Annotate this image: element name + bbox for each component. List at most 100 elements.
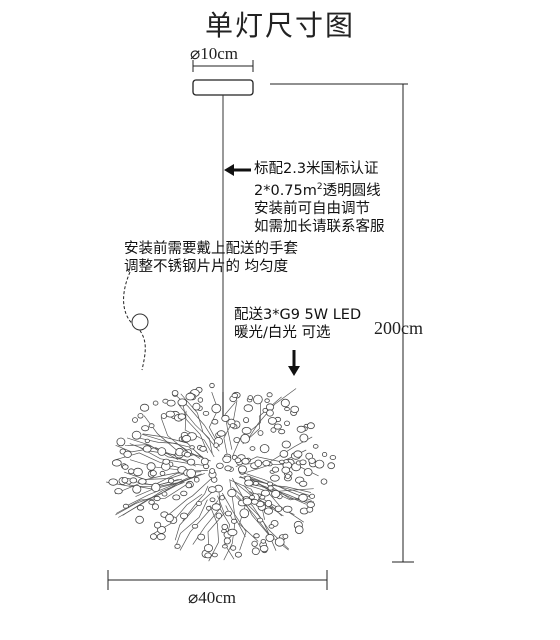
fixture-disc [268,524,275,529]
fixture-disc [240,433,250,444]
fixture-branch [208,505,219,562]
fixture-disc [209,497,216,503]
fixture-disc [234,551,242,558]
fixture-disc [241,457,250,465]
fixture-disc [222,455,232,463]
fixture-disc [281,466,291,474]
fixture-disc [197,397,204,403]
fixture-disc [162,458,171,465]
fixture-disc [149,533,157,540]
fixture-disc [199,445,207,452]
fixture-disc [149,470,157,477]
fixture-disc [239,508,250,519]
fixture-disc [299,433,309,443]
fixture-disc [321,451,328,457]
fixture-branch [208,391,221,447]
fixture-disc [231,393,238,398]
fixture-disc [203,544,213,553]
fixture-disc [251,540,258,547]
fixture-disc [183,451,191,458]
fixture-disc [314,459,325,469]
fixture-disc [259,444,270,454]
fixture-branch [224,401,236,450]
fixture-disc [283,459,289,464]
fixture-disc [247,395,253,401]
fixture-disc [177,413,186,420]
fixture-disc [229,423,236,429]
fixture-disc [260,539,266,544]
cable-note-line-1: 标配2.3米国标认证 [254,161,379,177]
fixture-disc [299,480,308,487]
fixture-disc [227,488,237,498]
fixture-disc [281,440,291,449]
cable-note-line-2: 2*0.75m2透明圆线 [254,178,385,200]
bulb-note: 配送3*G9 5W LED 暖光/白光 可选 [234,306,361,342]
fixture-disc [140,403,150,412]
fixture-disc [213,442,219,448]
fixture-disc [151,503,159,511]
fixture-disc [267,485,274,491]
fixture-disc [135,515,144,524]
fixture-disc [157,526,167,534]
fixture-disc [142,445,152,453]
cable-note: 标配2.3米国标认证 2*0.75m2透明圆线 安装前可自由调节 如需加长请联系… [254,160,385,236]
fixture-branch [182,485,209,522]
fixture-disc [237,465,247,474]
fixture-disc [224,465,232,472]
fixture-disc [284,406,290,412]
fixture-disc [282,505,293,513]
fixture-disc [151,482,161,492]
fixture-branch [246,484,304,523]
fixture-branch [106,478,179,487]
fixture-disc [193,476,200,483]
fixture-branch [229,479,246,537]
fixture-disc [253,533,260,539]
fixture-disc [132,467,143,477]
fixture-disc [231,518,238,524]
fixture-disc [185,482,193,489]
glove-note: 安装前需要戴上配送的手套 调整不锈钢片片的 均匀度 [124,240,298,276]
fixture-disc [153,495,161,502]
fixture-branch [124,471,191,480]
fixture-disc [174,543,181,549]
height-dimension-line [270,83,414,563]
fixture-branch [174,489,215,541]
fixture-disc [242,497,253,506]
fixture-disc [271,489,281,498]
fixture-disc [306,422,315,430]
fixture-disc [230,545,237,551]
fixture-disc [200,457,209,466]
fixture-disc [270,474,280,482]
fixture-disc [312,444,319,449]
fixture-disc [284,420,290,426]
fixture-disc [223,537,231,545]
fixture-disc [252,481,259,486]
fixture-disc [171,389,179,397]
fixture-disc [148,499,155,505]
fixture-disc [137,413,144,419]
fixture-branch [140,470,208,482]
fixture-disc [221,523,229,530]
cable-type: 透明圆线 [322,182,381,199]
cable-note-line-4: 如需加长请联系客服 [254,218,385,235]
fixture-branch [178,405,213,454]
fixture-disc [278,428,286,435]
fixture-disc [280,398,290,408]
fixture-disc [180,490,188,497]
fixture-disc [270,427,277,433]
width-dimension-line [107,570,328,590]
fixture-branch [221,492,247,551]
fixture-disc [161,491,168,497]
fixture-branch [179,500,219,551]
fixture-disc [127,468,135,475]
fixture-disc [116,437,126,447]
fixture-branch [141,433,209,463]
fixture-disc [264,398,270,403]
cable-spec: 2*0.75m [254,182,317,199]
fixture-disc [108,478,118,486]
fixture-disc [209,382,215,389]
fixture-disc [177,398,188,407]
fixture-disc [221,414,230,422]
fixture-disc [186,468,196,479]
